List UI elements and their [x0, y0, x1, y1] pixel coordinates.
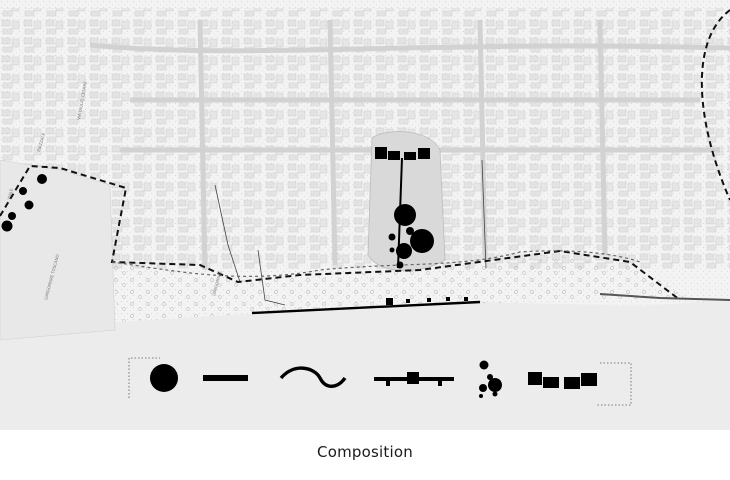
site-plan-map: PIAZZALE LUNGOMARE VIALE VIA GIULIO CESA…: [0, 0, 730, 430]
sea-area: [0, 300, 730, 430]
legend-bracket-right: [596, 362, 632, 406]
street-label-lungomare: LUNGOMARE: [211, 270, 223, 297]
straight-line-icon: [203, 375, 248, 381]
circle-cluster-icon: [479, 360, 502, 398]
pier-line-icon: [374, 372, 454, 386]
filled-circle-icon: [150, 364, 178, 392]
square-cluster-park: [375, 147, 430, 160]
coast-road: [599, 293, 730, 301]
wave-line-icon: [279, 366, 347, 388]
promenade-markers: [386, 297, 468, 305]
square-cluster-icon: [528, 372, 597, 389]
street-thin-lines: [214, 159, 487, 306]
street-label-via: VIA GIULIO CESARE: [76, 80, 88, 120]
coast-line-dashed: [111, 250, 641, 277]
circle-cluster-park: [388, 204, 434, 269]
composition-legend: [128, 357, 632, 406]
figure-caption: Composition: [317, 443, 413, 461]
boundary-arc-dashed: [700, 9, 730, 201]
street-label-piazzale: PIAZZALE: [36, 132, 46, 152]
project-boundary-dashed: [0, 164, 681, 301]
legend-bracket-left: [128, 357, 160, 398]
circle-cluster-west: [1, 174, 47, 232]
beach-strip: [110, 256, 690, 322]
promenade-line: [251, 300, 481, 315]
street-label-viale: VIALE: [6, 187, 14, 200]
